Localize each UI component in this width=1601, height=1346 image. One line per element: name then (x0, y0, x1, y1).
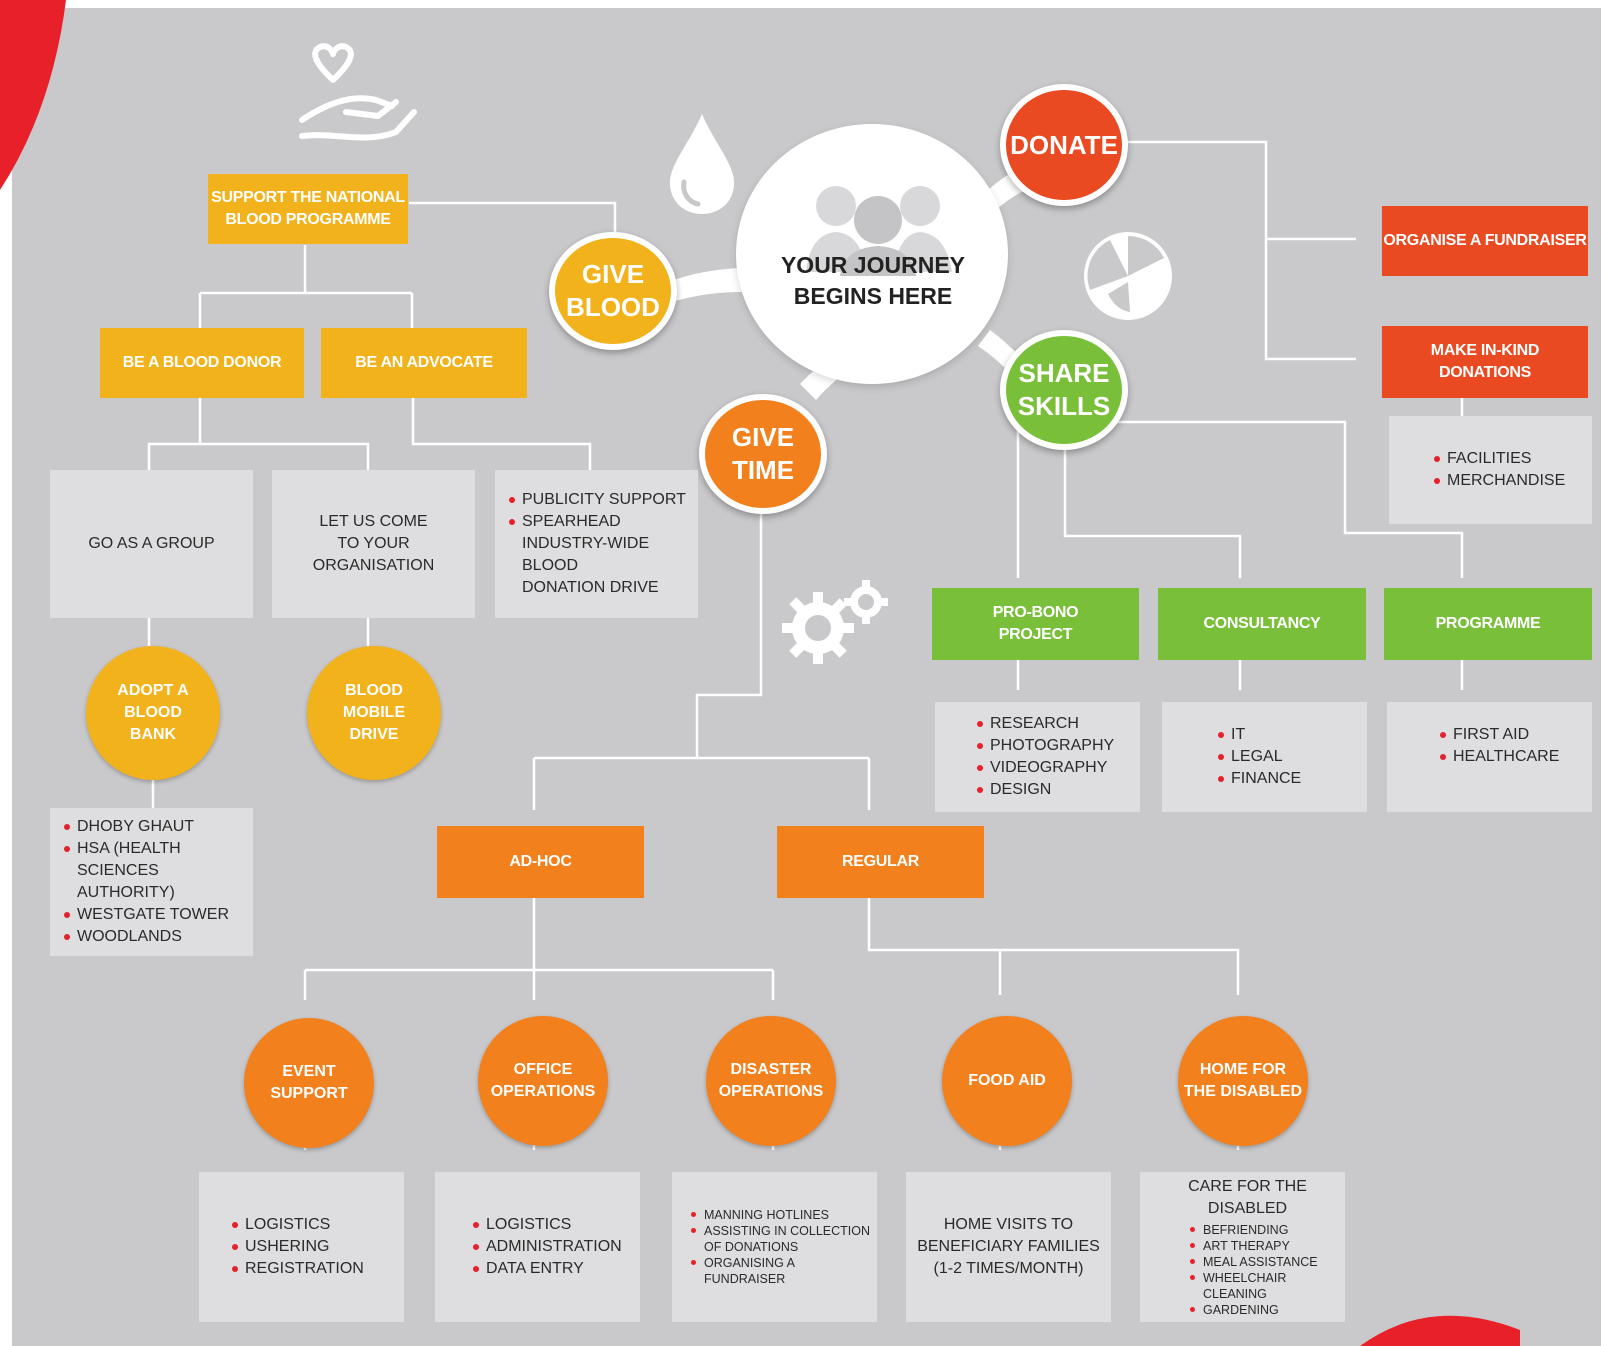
in-kind-details-box: FACILITIES MERCHANDISE (1389, 416, 1592, 524)
list-item: PUBLICITY SUPPORT (509, 489, 698, 511)
list-item: REGISTRATION (232, 1258, 404, 1280)
red-corner-accent-top (0, 0, 66, 190)
list-item: IT (1218, 724, 1367, 746)
consultancy-list: IT LEGAL FINANCE (1218, 724, 1367, 790)
list-item: MANNING HOTLINES (691, 1207, 877, 1223)
programme-details-box: FIRST AID HEALTHCARE (1387, 702, 1592, 812)
list-item: PHOTOGRAPHY (977, 735, 1140, 757)
pie-chart-icon (1084, 232, 1172, 320)
list-item: SPEARHEAD INDUSTRY-WIDE BLOOD DONATION D… (509, 511, 698, 599)
be-a-blood-donor-box[interactable]: BE A BLOOD DONOR (100, 328, 304, 398)
food-aid-details-box: HOME VISITS TO BENEFICIARY FAMILIES (1-2… (906, 1172, 1111, 1322)
ad-hoc-box[interactable]: AD-HOC (437, 826, 644, 898)
make-in-kind-donations-box[interactable]: MAKE IN-KIND DONATIONS (1382, 326, 1588, 398)
consultancy-box[interactable]: CONSULTANCY (1158, 588, 1366, 660)
list-item: DESIGN (977, 779, 1140, 801)
give-blood-hub[interactable]: GIVE BLOOD (549, 232, 677, 350)
list-item: FIRST AID (1440, 724, 1592, 746)
list-item: HSA (HEALTH SCIENCES AUTHORITY) (64, 838, 253, 904)
home-disabled-list: BEFRIENDING ART THERAPY MEAL ASSISTANCE … (1190, 1222, 1345, 1318)
list-item: WESTGATE TOWER (64, 904, 253, 926)
advocate-details-box: PUBLICITY SUPPORT SPEARHEAD INDUSTRY-WID… (495, 470, 698, 618)
list-item: DHOBY GHAUT (64, 816, 253, 838)
consultancy-details-box: IT LEGAL FINANCE (1162, 702, 1367, 812)
pro-bono-project-box[interactable]: PRO-BONO PROJECT (932, 588, 1139, 660)
blood-bank-locations-box: DHOBY GHAUT HSA (HEALTH SCIENCES AUTHORI… (50, 808, 253, 956)
list-item: DATA ENTRY (473, 1258, 640, 1280)
care-for-the-disabled-heading: CARE FOR THE DISABLED (1188, 1178, 1307, 1217)
list-item: BEFRIENDING (1190, 1222, 1345, 1238)
list-item: FACILITIES (1434, 448, 1592, 470)
let-us-come-box: LET US COME TO YOUR ORGANISATION (272, 470, 475, 618)
in-kind-list: FACILITIES MERCHANDISE (1434, 448, 1592, 492)
pro-bono-list: RESEARCH PHOTOGRAPHY VIDEOGRAPHY DESIGN (977, 713, 1140, 801)
list-item: USHERING (232, 1236, 404, 1258)
home-for-the-disabled-circle[interactable]: HOME FOR THE DISABLED (1178, 1016, 1308, 1146)
blood-bank-list: DHOBY GHAUT HSA (HEALTH SCIENCES AUTHORI… (64, 816, 253, 948)
home-disabled-details-box: CARE FOR THE DISABLED BEFRIENDING ART TH… (1140, 1172, 1345, 1322)
support-blood-programme-box[interactable]: SUPPORT THE NATIONAL BLOOD PROGRAMME (208, 174, 408, 244)
programme-box[interactable]: PROGRAMME (1384, 588, 1592, 660)
blood-mobile-drive-circle[interactable]: BLOOD MOBILE DRIVE (307, 646, 441, 780)
advocate-list: PUBLICITY SUPPORT SPEARHEAD INDUSTRY-WID… (509, 489, 698, 599)
give-time-hub[interactable]: GIVE TIME (699, 394, 827, 514)
go-as-a-group-text: GO AS A GROUP (88, 535, 215, 552)
food-aid-text: HOME VISITS TO BENEFICIARY FAMILIES (1-2… (917, 1216, 1100, 1277)
office-operations-list: LOGISTICS ADMINISTRATION DATA ENTRY (473, 1214, 640, 1280)
blood-drop-icon (669, 114, 735, 214)
gears-icon (782, 580, 888, 664)
organise-a-fundraiser-box[interactable]: ORGANISE A FUNDRAISER (1382, 206, 1588, 276)
disaster-operations-details-box: MANNING HOTLINES ASSISTING IN COLLECTION… (672, 1172, 877, 1322)
disaster-operations-list: MANNING HOTLINES ASSISTING IN COLLECTION… (691, 1207, 877, 1287)
be-an-advocate-box[interactable]: BE AN ADVOCATE (321, 328, 527, 398)
list-item: RESEARCH (977, 713, 1140, 735)
list-item: LOGISTICS (473, 1214, 640, 1236)
regular-box[interactable]: REGULAR (777, 826, 984, 898)
people-icon (806, 186, 952, 276)
programme-list: FIRST AID HEALTHCARE (1440, 724, 1592, 768)
list-item: ORGANISING A FUNDRAISER (691, 1255, 877, 1287)
list-item: MEAL ASSISTANCE (1190, 1254, 1345, 1270)
pro-bono-details-box: RESEARCH PHOTOGRAPHY VIDEOGRAPHY DESIGN (935, 702, 1140, 812)
go-as-a-group-box: GO AS A GROUP (50, 470, 253, 618)
list-item: MERCHANDISE (1434, 470, 1592, 492)
disaster-operations-circle[interactable]: DISASTER OPERATIONS (706, 1016, 836, 1146)
center-title: YOUR JOURNEY BEGINS HERE (780, 252, 966, 309)
list-item: HEALTHCARE (1440, 746, 1592, 768)
event-support-list: LOGISTICS USHERING REGISTRATION (232, 1214, 404, 1280)
office-operations-circle[interactable]: OFFICE OPERATIONS (478, 1016, 608, 1146)
list-item: WOODLANDS (64, 926, 253, 948)
food-aid-circle[interactable]: FOOD AID (942, 1016, 1072, 1146)
list-item: GARDENING (1190, 1302, 1345, 1318)
share-skills-hub[interactable]: SHARE SKILLS (1000, 330, 1128, 450)
event-support-circle[interactable]: EVENT SUPPORT (244, 1018, 374, 1148)
list-item: ADMINISTRATION (473, 1236, 640, 1258)
adopt-a-blood-bank-circle[interactable]: ADOPT A BLOOD BANK (86, 646, 220, 780)
list-item: ASSISTING IN COLLECTION OF DONATIONS (691, 1223, 877, 1255)
hand-heart-icon (299, 43, 417, 141)
let-us-come-text: LET US COME TO YOUR ORGANISATION (312, 513, 435, 574)
list-item: FINANCE (1218, 768, 1367, 790)
list-item: VIDEOGRAPHY (977, 757, 1140, 779)
red-corner-accent-bottom (1360, 1315, 1520, 1346)
office-operations-details-box: LOGISTICS ADMINISTRATION DATA ENTRY (435, 1172, 640, 1322)
list-item: LOGISTICS (232, 1214, 404, 1236)
donate-hub[interactable]: DONATE (1000, 84, 1128, 206)
list-item: ART THERAPY (1190, 1238, 1345, 1254)
list-item: WHEELCHAIR CLEANING (1190, 1270, 1345, 1302)
list-item: LEGAL (1218, 746, 1367, 768)
event-support-details-box: LOGISTICS USHERING REGISTRATION (199, 1172, 404, 1322)
